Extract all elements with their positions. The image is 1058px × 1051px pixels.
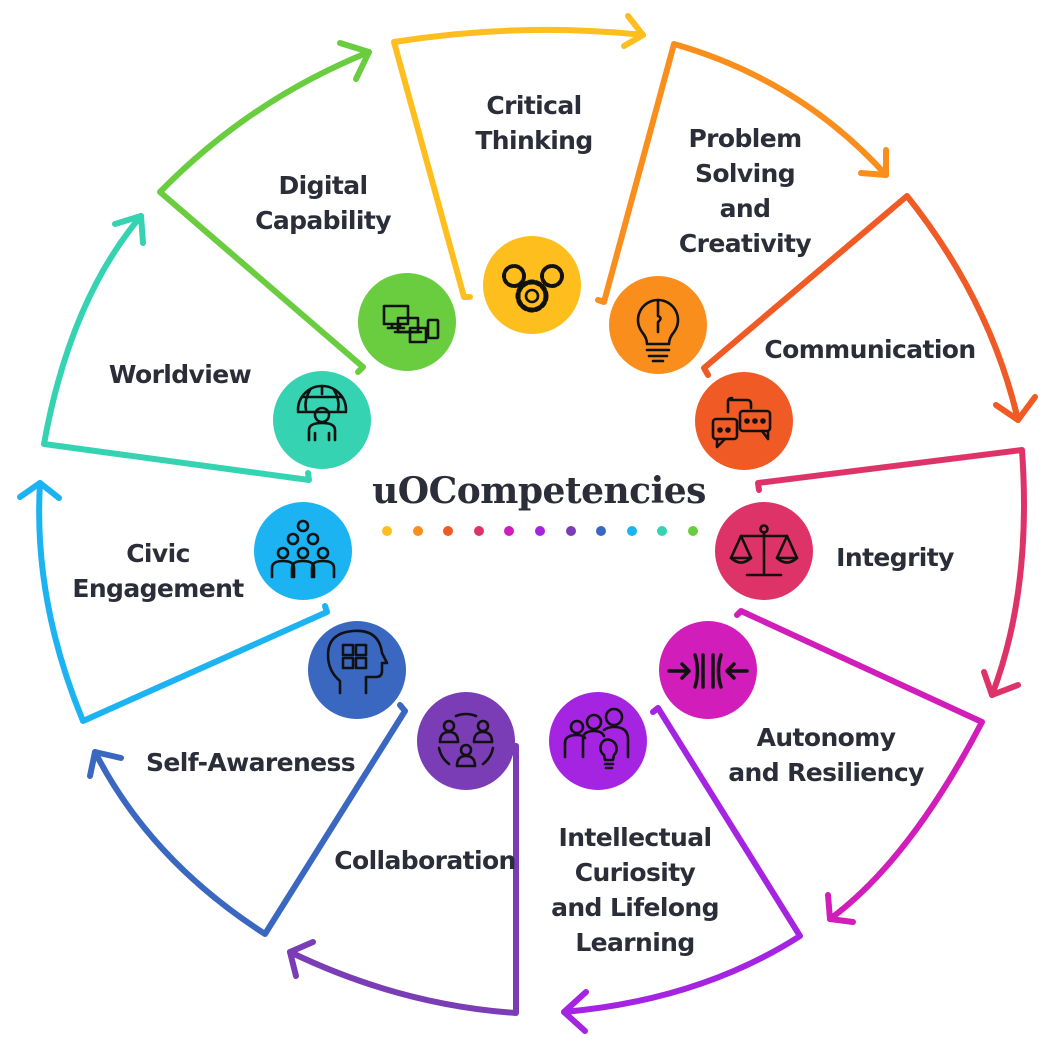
compress-arrows-icon (667, 653, 749, 689)
arrow-problem-solving (595, 41, 889, 305)
arrow-critical-thinking (391, 13, 646, 300)
gears-icon (502, 264, 564, 313)
color-dot (596, 526, 607, 536)
crowd-icon (270, 519, 336, 579)
color-dot (443, 526, 454, 536)
circle-critical-thinking (483, 236, 581, 334)
label-integrity: Integrity (836, 543, 954, 572)
people-circle-icon (437, 712, 495, 768)
color-dot (687, 526, 698, 536)
scales-icon (729, 524, 799, 577)
arrow-intellectual-curiosity (561, 705, 803, 1034)
color-dot (534, 526, 545, 536)
globe-person-icon (296, 384, 348, 442)
label-communication: Communication (764, 335, 976, 364)
devices-icon (382, 304, 440, 344)
circle-worldview (273, 371, 371, 469)
arrow-civic-engagement (17, 480, 330, 724)
arrow-collaboration (287, 742, 519, 1016)
circle-intellectual-curiosity (549, 692, 647, 790)
label-self-awareness: Self-Awareness (146, 748, 356, 777)
people-lightbulb-icon (563, 707, 630, 770)
diagram-title: uOCompetencies (372, 470, 706, 512)
arrow-integrity (755, 447, 1027, 698)
color-dot (504, 526, 515, 536)
competency-circles (254, 236, 813, 790)
color-dot (473, 526, 484, 536)
circle-self-awareness (308, 621, 406, 719)
color-dot (565, 526, 576, 536)
color-dots-row (382, 526, 698, 538)
arrow-self-awareness (87, 702, 408, 937)
arrow-digital-capability (157, 40, 372, 375)
label-worldview: Worldview (108, 360, 252, 389)
circle-communication (695, 372, 793, 470)
chat-bubbles-icon (711, 396, 772, 449)
color-dot (657, 526, 668, 536)
circle-autonomy (659, 621, 757, 719)
label-collaboration: Collaboration (334, 846, 516, 875)
arrow-worldview (41, 213, 312, 483)
circle-civic-engagement (254, 502, 352, 600)
color-dot (412, 526, 423, 536)
head-puzzle-icon (326, 629, 389, 695)
puzzle-lightbulb-icon (636, 298, 680, 363)
color-dot (626, 526, 637, 536)
color-dot (382, 526, 392, 536)
arrow-communication (701, 193, 1038, 423)
arrow-autonomy (734, 608, 985, 925)
circle-collaboration (417, 692, 515, 790)
